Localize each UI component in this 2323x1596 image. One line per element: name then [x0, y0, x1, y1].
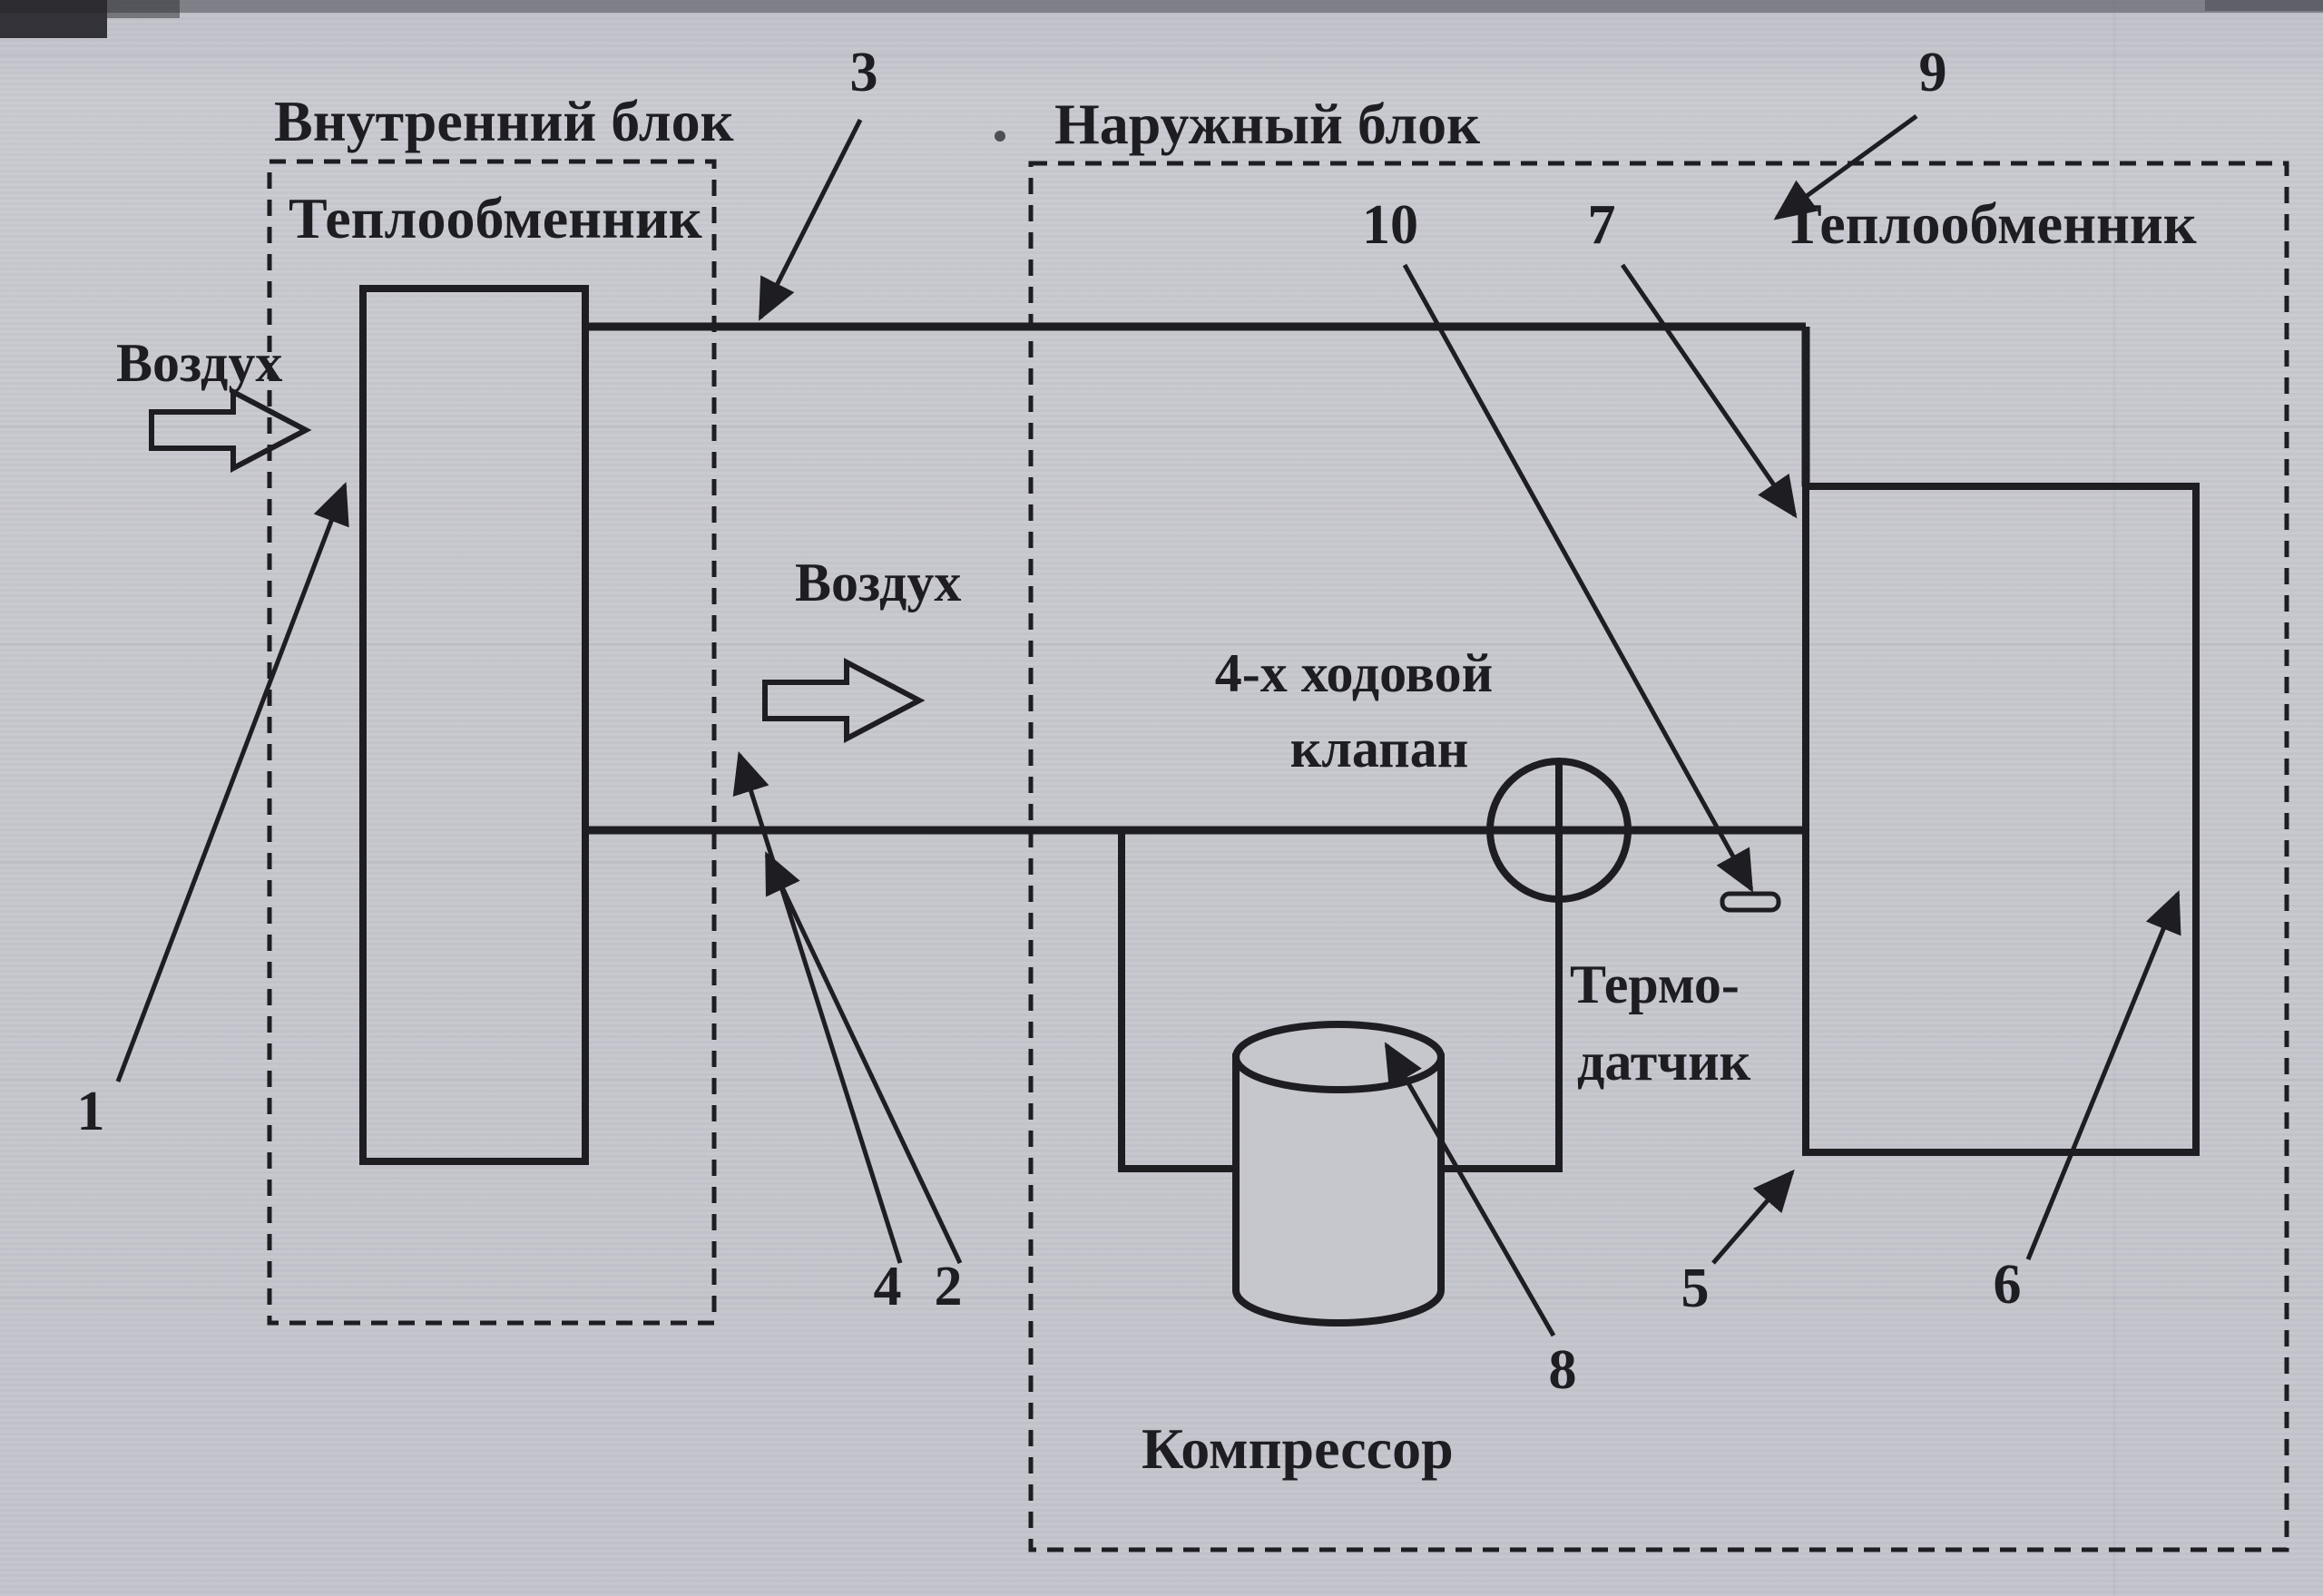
- indoor-unit-title: Внутренний блок: [274, 89, 734, 153]
- callout-3: 3: [850, 42, 878, 103]
- callouts-group: 1 3 4 2 10 7 9 5 6 8: [77, 42, 2181, 1401]
- compressor-body: [1232, 1053, 1445, 1327]
- thermal-sensor-label-line2: датчик: [1577, 1032, 1751, 1092]
- callout-arrow-10: [1402, 263, 1754, 893]
- callout-8: 8: [1549, 1339, 1577, 1401]
- air-flow-left-label: Воздух: [116, 333, 282, 393]
- scan-artifact-corner-blob: [0, 0, 107, 38]
- scan-artifact-top-band: [0, 0, 2323, 13]
- callout-arrow-8: [1384, 1042, 1556, 1337]
- scan-artifact-ink-dot: [995, 131, 1005, 142]
- callout-5: 5: [1681, 1258, 1710, 1319]
- callout-7: 7: [1588, 194, 1616, 256]
- callout-arrow-9: [1773, 113, 1918, 220]
- thermal-sensor-label-line1: Термо-: [1570, 955, 1740, 1014]
- indoor-unit-boundary: [267, 159, 717, 1326]
- indoor-unit-group: Внутренний блок Теплообменник: [267, 89, 734, 1326]
- callout-6: 6: [1994, 1254, 2022, 1316]
- callout-10: 10: [1362, 194, 1418, 256]
- outdoor-unit-boundary: [1028, 161, 2289, 1552]
- outdoor-unit-title: Наружный блок: [1054, 92, 1480, 156]
- air-flow-arrow-left: [152, 392, 306, 468]
- thermal-sensor-mark: [1720, 891, 1781, 913]
- scan-artifact-top-smudge: [107, 0, 180, 18]
- callout-arrow-1: [115, 482, 349, 1082]
- air-flow-arrow-middle: [765, 662, 919, 739]
- compressor-group: Компрессор: [1142, 1021, 1454, 1481]
- callout-arrow-3: [758, 118, 863, 321]
- callout-arrow-2: [764, 851, 963, 1265]
- outdoor-unit-group: Наружный блок Теплообменник: [1028, 92, 2289, 1552]
- four-way-valve-group: 4-х ходовой клапан: [1215, 643, 1632, 903]
- thermal-sensor-group: Термо- датчик: [1570, 891, 1781, 1092]
- callout-arrow-7: [1620, 263, 1798, 519]
- air-flow-middle-label: Воздух: [795, 553, 961, 612]
- callout-arrow-5: [1711, 1169, 1795, 1265]
- air-flow-middle-group: Воздух: [765, 553, 961, 739]
- four-way-valve-label-line1: 4-х ходовой: [1215, 643, 1493, 703]
- callout-arrow-4: [732, 751, 903, 1264]
- callout-9: 9: [1919, 42, 1947, 103]
- scan-artifact-top-right: [2205, 0, 2323, 11]
- indoor-heat-exchanger-label: Теплообменник: [289, 186, 702, 250]
- four-way-valve-label-line2: клапан: [1290, 719, 1469, 778]
- callout-2: 2: [935, 1256, 963, 1317]
- indoor-heat-exchanger: [359, 285, 589, 1165]
- compressor-top: [1232, 1021, 1445, 1093]
- outdoor-heat-exchanger-label: Теплообменник: [1783, 191, 2197, 256]
- compressor-label: Компрессор: [1142, 1416, 1454, 1481]
- callout-1: 1: [77, 1081, 105, 1142]
- callout-arrow-6: [2025, 890, 2181, 1260]
- callout-4: 4: [874, 1256, 902, 1317]
- air-flow-left-group: Воздух: [116, 333, 306, 468]
- outdoor-heat-exchanger: [1802, 483, 2200, 1156]
